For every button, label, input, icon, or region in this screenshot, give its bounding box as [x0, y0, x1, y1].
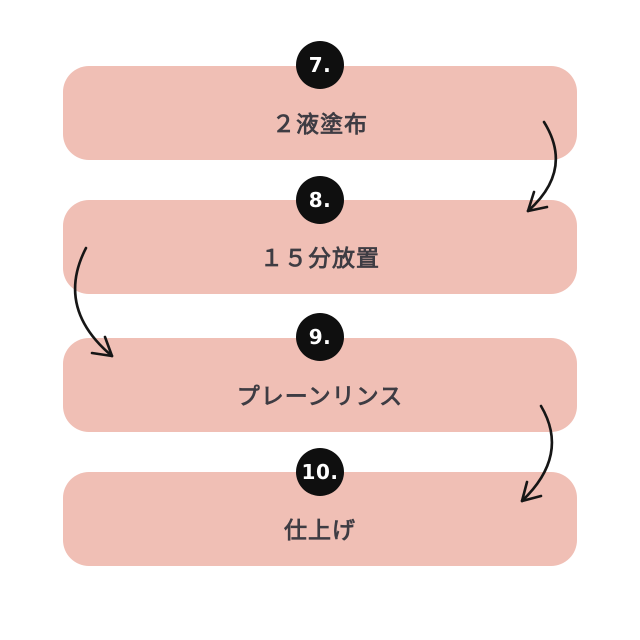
step-number-10: 10. [301, 460, 339, 484]
step-label-7: ２液塗布 [272, 112, 368, 138]
step-label-9: プレーンリンス [236, 384, 404, 410]
step-label-10: 仕上げ [284, 518, 356, 544]
step-number-badge-10: 10. [296, 448, 344, 496]
step-number-badge-9: 9. [296, 313, 344, 361]
step-number-badge-7: 7. [296, 41, 344, 89]
step-number-9: 9. [308, 325, 332, 349]
step-label-8: １５分放置 [260, 246, 380, 272]
step-number-8: 8. [308, 188, 332, 212]
step-number-badge-8: 8. [296, 176, 344, 224]
step-bar-8: １５分放置 [63, 200, 577, 294]
step-number-7: 7. [308, 53, 332, 77]
step-bar-10: 仕上げ [63, 472, 577, 566]
